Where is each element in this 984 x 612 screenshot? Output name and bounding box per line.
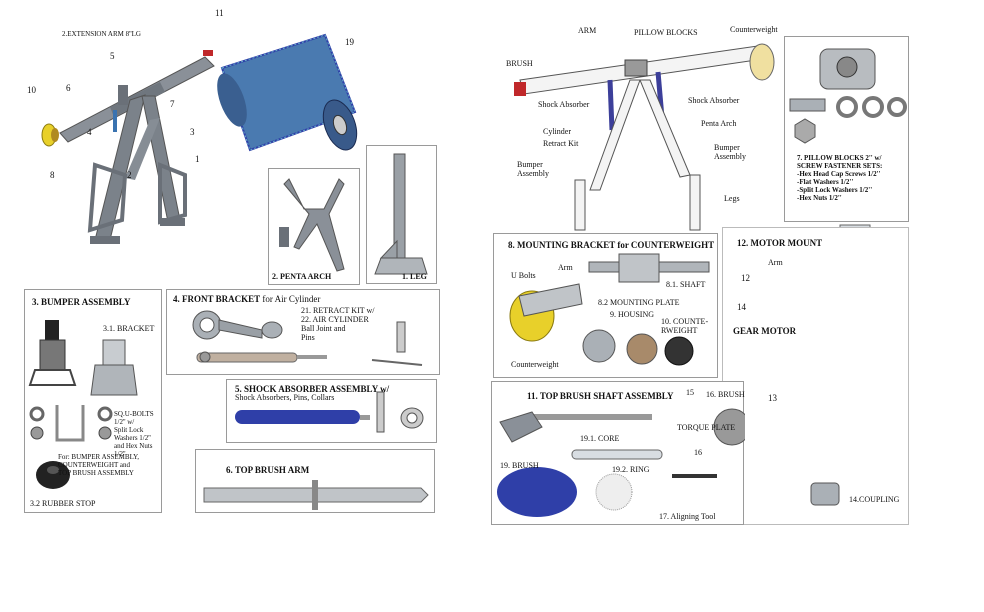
callout-7: 7 <box>170 99 175 109</box>
pillow-blocks-panel: 7. PILLOW BLOCKS 2'' w/ SCREW FASTENER S… <box>784 36 909 222</box>
pillow-block-parts-image <box>789 48 907 144</box>
counterweight-part-label: 10. COUNTE- RWEIGHT <box>661 317 709 335</box>
legs-label: Legs <box>724 194 740 203</box>
shaft-callout-15: 15 <box>686 388 694 397</box>
mounting-bracket-image <box>509 253 710 366</box>
cylinder-label: Cylinder <box>543 127 571 136</box>
shaft-assembly-image <box>497 408 751 517</box>
brush-19-label: 19. BRUSH <box>500 461 539 470</box>
callout-2: 2 <box>127 170 132 180</box>
callout-8: 8 <box>50 170 55 180</box>
brush-label: BRUSH <box>506 59 533 68</box>
counterweight-label: Counterweight <box>730 25 778 34</box>
mounting-bracket-title: 8. MOUNTING BRACKET for COUNTERWEIGHT <box>508 240 715 250</box>
mounting-plate-label: 8.2 MOUNTING PLATE <box>598 298 680 307</box>
shock-absorber-sub: Shock Absorbers, Pins, Collars <box>235 393 335 402</box>
shaft-assembly-title: 11. TOP BRUSH SHAFT ASSEMBLY <box>527 391 674 401</box>
callout-3: 3 <box>190 127 195 137</box>
coupling-label: 14.COUPLING <box>849 495 900 504</box>
bumper-assembly-right-label: Bumper Assembly <box>714 143 746 161</box>
callout-11: 11 <box>215 8 224 18</box>
bumper-parts-image <box>28 320 138 489</box>
shock-absorber-right-label: Shock Absorber <box>688 96 740 105</box>
front-bracket-image <box>192 310 423 366</box>
coupling-image <box>810 482 840 506</box>
housing-label: 9. HOUSING <box>610 310 654 319</box>
penta-arch-panel: 2. PENTA ARCH <box>268 168 360 285</box>
arm-label: ARM <box>578 26 597 35</box>
leg-label: 1. LEG <box>402 272 427 281</box>
leg-image <box>374 153 428 275</box>
mounting-arm-label: Arm <box>558 263 573 272</box>
counterweight-bottom-label: Counterweight <box>511 360 559 369</box>
bumper-for-note: For: BUMPER ASSEMBLY, COUNTERWEIGHT and … <box>58 453 140 477</box>
motor-mount-panel: 12. MOTOR MOUNT Arm 12 14 GEAR MOTOR 13 … <box>722 227 909 525</box>
callout-19: 19 <box>345 37 354 47</box>
ring-label: 19.2. RING <box>612 465 650 474</box>
rubber-stop-label: 3.2 RUBBER STOP <box>30 499 96 508</box>
shock-absorber-panel: 5. SHOCK ABSORBER ASSEMBLY w/ Shock Abso… <box>226 379 437 443</box>
bumper-assembly-panel: 3. BUMPER ASSEMBLY 3.1. BRACKET SQ.U-BOL… <box>24 289 162 513</box>
retract-kit-label: 21. RETRACT KIT w/ 22. AIR CYLINDER Ball… <box>301 306 375 342</box>
shock-absorber-left-label: Shock Absorber <box>538 100 590 109</box>
shock-absorber-title: 5. SHOCK ABSORBER ASSEMBLY w/ <box>235 384 390 394</box>
pillow-blocks-fasteners: SCREW FASTENER SETS: -Hex Head Cap Screw… <box>797 162 883 202</box>
front-bracket-title: 4. FRONT BRACKET for Air Cylinder <box>173 294 320 304</box>
motor-mount-title: 12. MOTOR MOUNT <box>737 238 823 248</box>
front-bracket-title-suffix: for Air Cylinder <box>260 294 321 304</box>
motor-callout-12: 12 <box>741 273 750 283</box>
penta-arch-label: 2. PENTA ARCH <box>272 272 332 281</box>
callout-4: 5 <box>110 51 115 61</box>
top-brush-arm-image <box>203 480 429 510</box>
front-bracket-panel: 4. FRONT BRACKET for Air Cylinder 21. RE… <box>166 289 440 375</box>
leg-panel: 1. LEG <box>366 145 437 284</box>
bumper-assembly-title: 3. BUMPER ASSEMBLY <box>32 297 131 307</box>
torque-plate-label: TORQUE PLATE <box>677 423 736 432</box>
bumper-bracket-label: 3.1. BRACKET <box>103 324 155 333</box>
bumper-assembly-left-label: Bumper Assembly <box>517 160 549 178</box>
top-brush-shaft-panel: 11. TOP BRUSH SHAFT ASSEMBLY 15 16. BRUS… <box>491 381 751 525</box>
callout-6: 6 <box>66 83 71 93</box>
top-brush-arm-panel: 6. TOP BRUSH ARM <box>195 449 435 513</box>
extension-arm-label: 2.EXTENSION ARM 8''LG <box>62 30 141 38</box>
penta-arch-image <box>279 178 345 272</box>
pillow-blocks-title: 7. PILLOW BLOCKS 2'' w/ <box>797 154 882 162</box>
retract-kit-right-label: Retract Kit <box>543 139 579 148</box>
callout-5: 4 <box>87 127 92 137</box>
brush-drum <box>217 33 358 152</box>
penta-arch-right-label: Penta Arch <box>701 119 737 128</box>
motor-callout-13: 13 <box>768 393 777 403</box>
brush-16-label: 16. BRUSH <box>706 390 745 399</box>
callout-10: 10 <box>27 85 36 95</box>
motor-callout-14: 14 <box>737 302 746 312</box>
core-label: 19.1. CORE <box>580 434 620 443</box>
front-bracket-title-text: 4. FRONT BRACKET <box>173 294 261 304</box>
mounting-bracket-panel: 8. MOUNTING BRACKET for COUNTERWEIGHT U … <box>493 233 718 378</box>
callout-1: 1 <box>195 154 200 164</box>
aligning-tool-label: 17. Aligning Tool <box>659 512 716 521</box>
shock-absorber-image <box>235 391 424 433</box>
u-bolts-label: SQ.U-BOLTS 1/2'' w/ Split Lock Washers 1… <box>114 410 154 458</box>
top-brush-arm-title: 6. TOP BRUSH ARM <box>226 465 310 475</box>
shaft-callout-16: 16 <box>694 448 702 457</box>
u-bolts-right-label: U Bolts <box>511 271 536 280</box>
pillow-blocks-label: PILLOW BLOCKS <box>634 28 698 37</box>
shaft-label: 8.1. SHAFT <box>666 280 706 289</box>
gear-motor-label: GEAR MOTOR <box>733 326 797 336</box>
motor-arm-label: Arm <box>768 258 783 267</box>
